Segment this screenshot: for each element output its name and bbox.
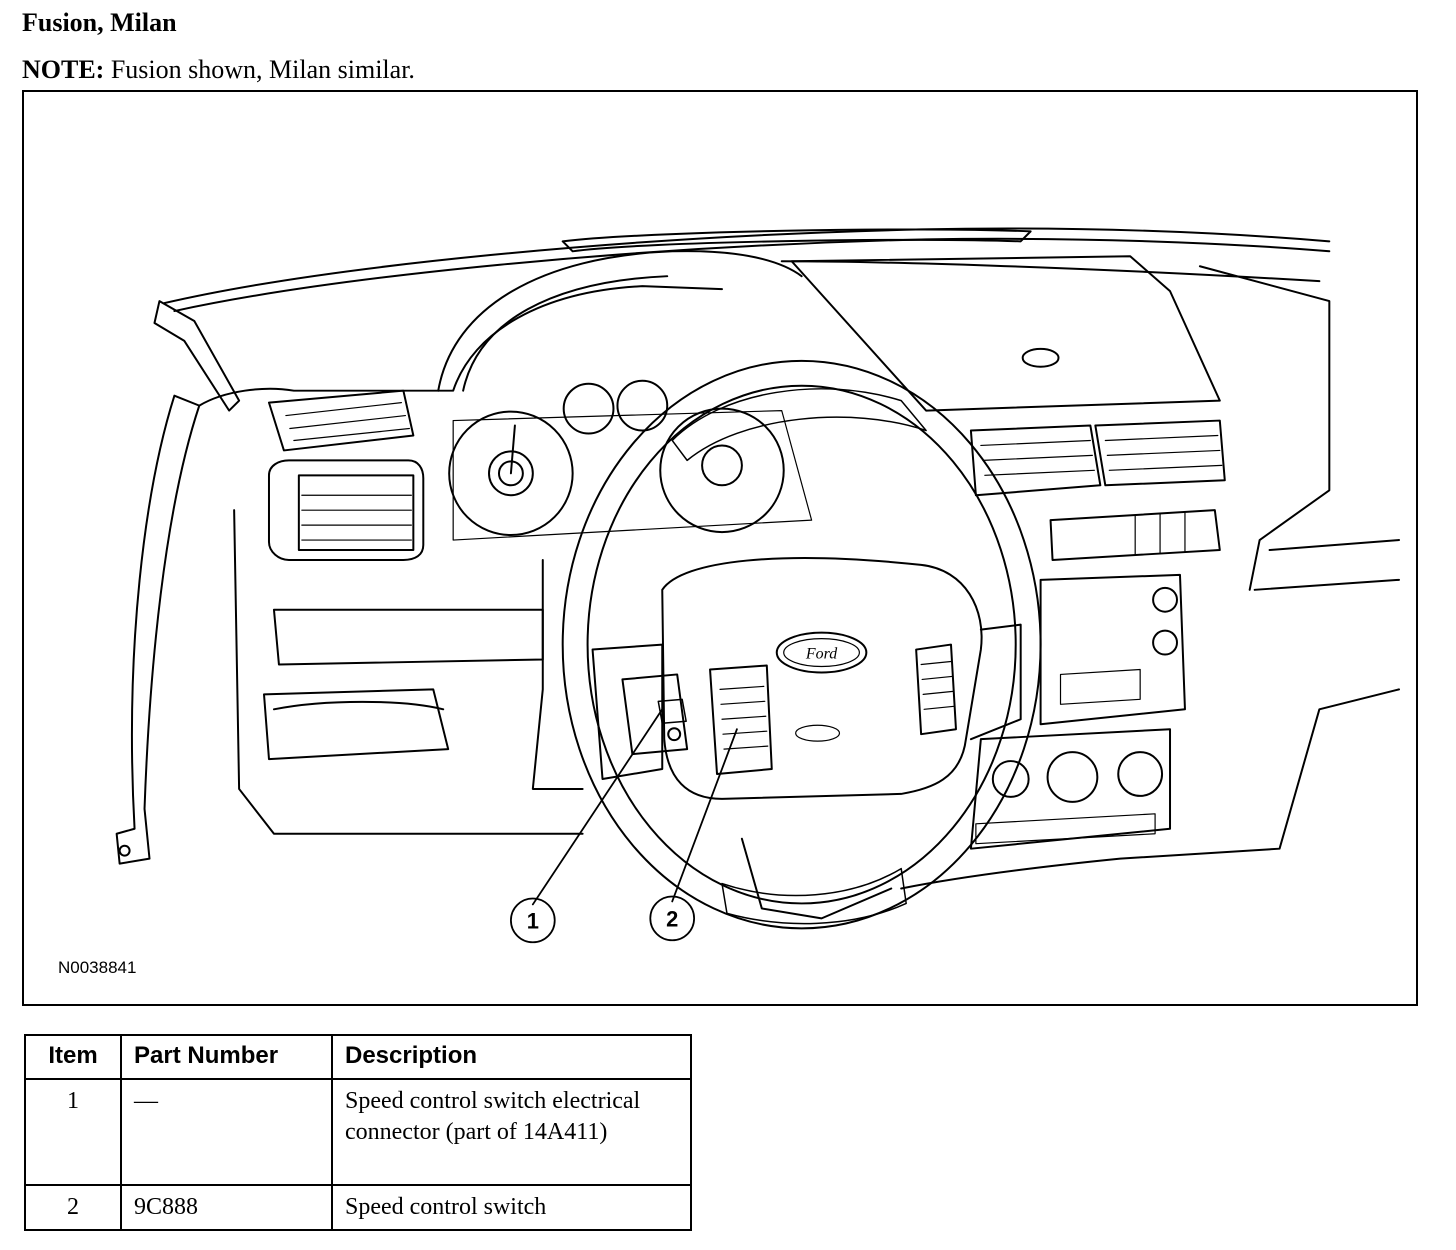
callout-label-2: 2 — [666, 906, 678, 931]
note-text: Fusion shown, Milan similar. — [104, 55, 415, 84]
dash-top-edge — [163, 227, 1331, 305]
callout-circle-1 — [510, 897, 556, 944]
speedometer-hub — [701, 444, 743, 487]
leader-line-1 — [531, 708, 664, 906]
speedometer-gauge — [659, 407, 785, 534]
leader-line-2 — [671, 728, 738, 903]
speed-control-switch-module — [709, 664, 773, 776]
radio-knob-upper — [1152, 586, 1178, 613]
dash-right-top — [780, 260, 1321, 283]
knee-bolster — [272, 700, 445, 711]
description-cell: Speed control switch electrical connecto… — [331, 1078, 692, 1186]
right-door-trim — [1253, 539, 1401, 591]
a-pillar — [153, 300, 241, 412]
note-line: NOTE: Fusion shown, Milan similar. — [22, 55, 415, 85]
callout-circle-2 — [649, 895, 696, 942]
glovebox-lid — [790, 255, 1221, 412]
glovebox-left-trim — [263, 688, 450, 761]
column-header-description: Description — [331, 1034, 692, 1080]
column-header-item: Item — [24, 1034, 122, 1080]
center-console — [900, 688, 1401, 890]
dash-left-panel — [272, 608, 544, 666]
radio-display — [1059, 668, 1141, 705]
table-row: 2 9C888 Speed control switch — [24, 1184, 692, 1231]
column-header-part-number: Part Number — [120, 1034, 333, 1080]
climate-knob-center — [1046, 751, 1099, 803]
cluster-hood — [437, 250, 803, 392]
rim-grip-bottom — [721, 867, 907, 925]
steering-wheel-rim-inner — [586, 384, 1017, 905]
left-vent-lower-slats — [301, 494, 412, 541]
dash-left-body — [198, 285, 723, 407]
description-cell: Speed control switch — [331, 1184, 692, 1231]
left-vent-upper-slats — [285, 402, 410, 442]
right-switch-module — [915, 643, 957, 736]
part-number-cell: 9C888 — [120, 1184, 333, 1231]
climate-knob-left — [991, 760, 1030, 798]
radio-knob-lower — [1152, 629, 1178, 656]
center-vent-right — [1094, 419, 1226, 487]
climate-knob-right — [1117, 751, 1164, 797]
speed-control-buttons — [719, 685, 769, 750]
part-number-cell: — — [120, 1078, 333, 1186]
left-vent-lower — [267, 459, 425, 561]
temp-gauge — [616, 379, 669, 432]
left-vent-upper — [267, 389, 415, 452]
page-title: Fusion, Milan — [22, 8, 177, 37]
ford-badge-text: Ford — [805, 646, 837, 663]
right-dash-edge — [1198, 265, 1331, 591]
tachometer-needle — [509, 424, 516, 475]
ford-oval-badge-inner — [783, 638, 860, 668]
left-vent-lower-inner — [297, 474, 415, 551]
steering-column — [531, 558, 893, 920]
item-cell: 2 — [24, 1184, 122, 1231]
parts-table: Item Part Number Description 1 — Speed c… — [24, 1034, 692, 1231]
climate-panel — [969, 728, 1172, 850]
center-stack-buttons — [1134, 511, 1186, 556]
steering-wheel-rim — [561, 359, 1042, 930]
door-bolt — [118, 844, 131, 857]
left-door-edge — [115, 394, 201, 865]
cluster-hood-inner — [462, 275, 669, 392]
horn-badge — [795, 724, 841, 742]
connector-screw — [667, 727, 682, 742]
passenger-airbag-emblem — [1021, 347, 1060, 368]
left-spoke — [591, 643, 664, 780]
right-spoke — [969, 623, 1022, 741]
figure-id: N0038841 — [58, 958, 137, 977]
dash-top-edge-inner — [173, 237, 1331, 313]
center-vent-right-slats — [1104, 434, 1223, 471]
windshield-defrost-vent — [561, 228, 1032, 253]
right-switch-buttons — [920, 660, 955, 710]
table-row: 1 — Speed control switch electrical conn… — [24, 1078, 692, 1186]
steering-hub — [661, 557, 983, 800]
dashboard-illustration: 1 2 Ford N0038841 — [22, 90, 1418, 1006]
dashboard-line-drawing: 1 2 Ford — [115, 227, 1401, 944]
rim-grip-top — [671, 388, 927, 462]
dash-left-lower — [233, 509, 584, 835]
ford-oval-badge — [775, 631, 868, 674]
connector-module — [621, 673, 689, 756]
callout-label-1: 1 — [527, 908, 539, 933]
radio-unit — [1039, 573, 1186, 726]
center-vent-left — [969, 424, 1102, 497]
note-label: NOTE: — [22, 55, 105, 84]
item-cell: 1 — [24, 1078, 122, 1186]
tachometer-hub — [488, 450, 534, 497]
climate-buttons-row — [975, 813, 1156, 845]
connector-plug — [657, 698, 687, 724]
cluster-frame — [452, 410, 813, 541]
center-vent-left-slats — [980, 439, 1095, 476]
table-header-row: Item Part Number Description — [24, 1034, 692, 1080]
tachometer-gauge — [448, 410, 574, 537]
fuel-gauge — [562, 382, 615, 435]
